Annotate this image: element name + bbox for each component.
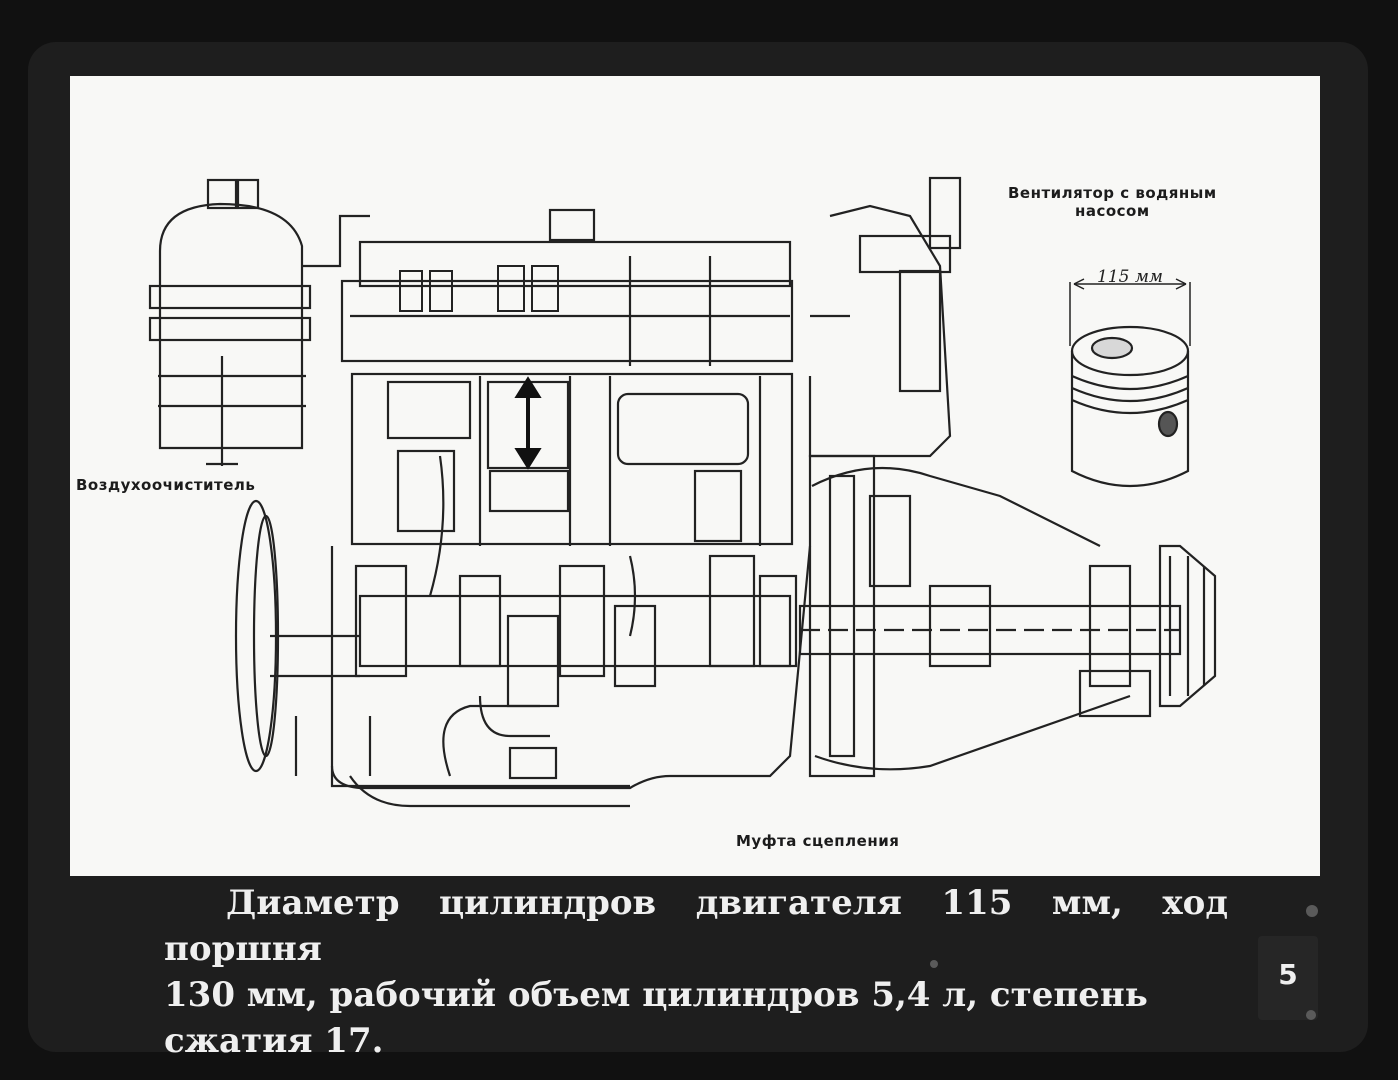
- piston-inset-drawing: [1069, 278, 1191, 488]
- page-number-box: [1258, 936, 1318, 1020]
- dust-speck: [1306, 1010, 1316, 1020]
- crankcase-drawing: [330, 455, 812, 790]
- engine-cutaway-diagram: 115 мм: [148, 176, 1217, 808]
- air-cleaner-label: Воздухоочиститель: [76, 476, 256, 494]
- front-pulley-drawing: [234, 499, 360, 776]
- cylinder-head-drawing: [340, 208, 794, 366]
- dust-speck: [930, 960, 938, 968]
- caption-line-1: Диаметр цилиндров двигателя 115 мм, ход …: [164, 883, 1228, 969]
- page-number: 5: [1278, 958, 1298, 991]
- rear-pulley-drawing: [1158, 544, 1217, 708]
- cylinder-block-drawing: [350, 372, 794, 546]
- fan-pump-drawing: [808, 176, 962, 458]
- fan-pump-label: Вентилятор с водяным насосом: [1008, 184, 1217, 220]
- clutch-housing-drawing: [808, 454, 1131, 778]
- air-cleaner-drawing: [148, 178, 370, 466]
- diagram-plate: 115 мм Вентилятор с водяным насосом Возд…: [70, 76, 1320, 876]
- caption-text: Диаметр цилиндров двигателя 115 мм, ход …: [164, 880, 1228, 1064]
- dust-speck: [1306, 905, 1318, 917]
- caption-line-3: сжатия 17.: [164, 1021, 384, 1061]
- caption-line-2: 130 мм, рабочий объем цилиндров 5,4 л, с…: [164, 975, 1148, 1015]
- sump-pipe-drawing: [349, 704, 630, 808]
- piston-dimension-label: 115 мм: [1097, 267, 1163, 287]
- stroke-arrow-drawing: [514, 376, 542, 470]
- clutch-label: Муфта сцепления: [736, 832, 900, 850]
- output-shaft-drawing: [798, 564, 1182, 718]
